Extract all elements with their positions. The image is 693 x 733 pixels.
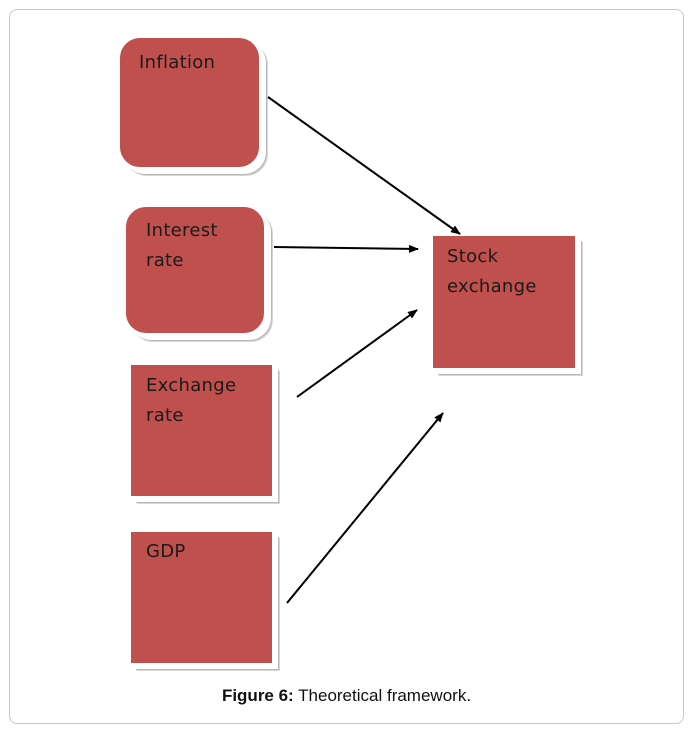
figure-caption-text: Theoretical framework. [293,686,472,705]
node-label-gdp: GDP [146,541,186,562]
node-exchange-rate: Exchange rate [130,364,273,497]
arrow-inflation-to-stock [267,96,461,235]
arrow-exchange-to-stock [296,309,418,398]
node-label-interest-rate: Interest rate [146,220,218,271]
node-label-inflation: Inflation [139,52,216,73]
figure-caption: Figure 6: Theoretical framework. [0,686,693,706]
node-label-stock-exchange: Stock exchange [447,246,537,297]
node-label-exchange-rate: Exchange rate [146,375,237,426]
node-interest-rate: Interest rate [124,205,266,335]
node-gdp: GDP [130,531,273,664]
node-stock-exchange: Stock exchange [432,235,576,369]
arrow-interest-to-stock [273,244,419,253]
node-inflation: Inflation [118,36,261,169]
arrow-gdp-to-stock [286,412,444,604]
figure-number: Figure 6: [221,686,294,705]
